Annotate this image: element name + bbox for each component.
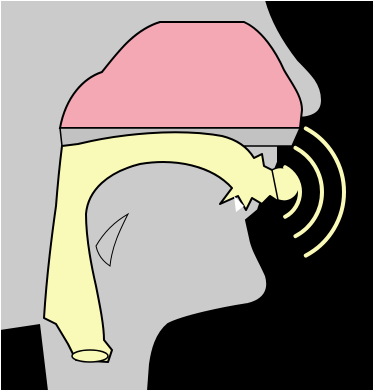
larynx-opening [72,350,108,362]
neck-shadow [0,324,48,391]
